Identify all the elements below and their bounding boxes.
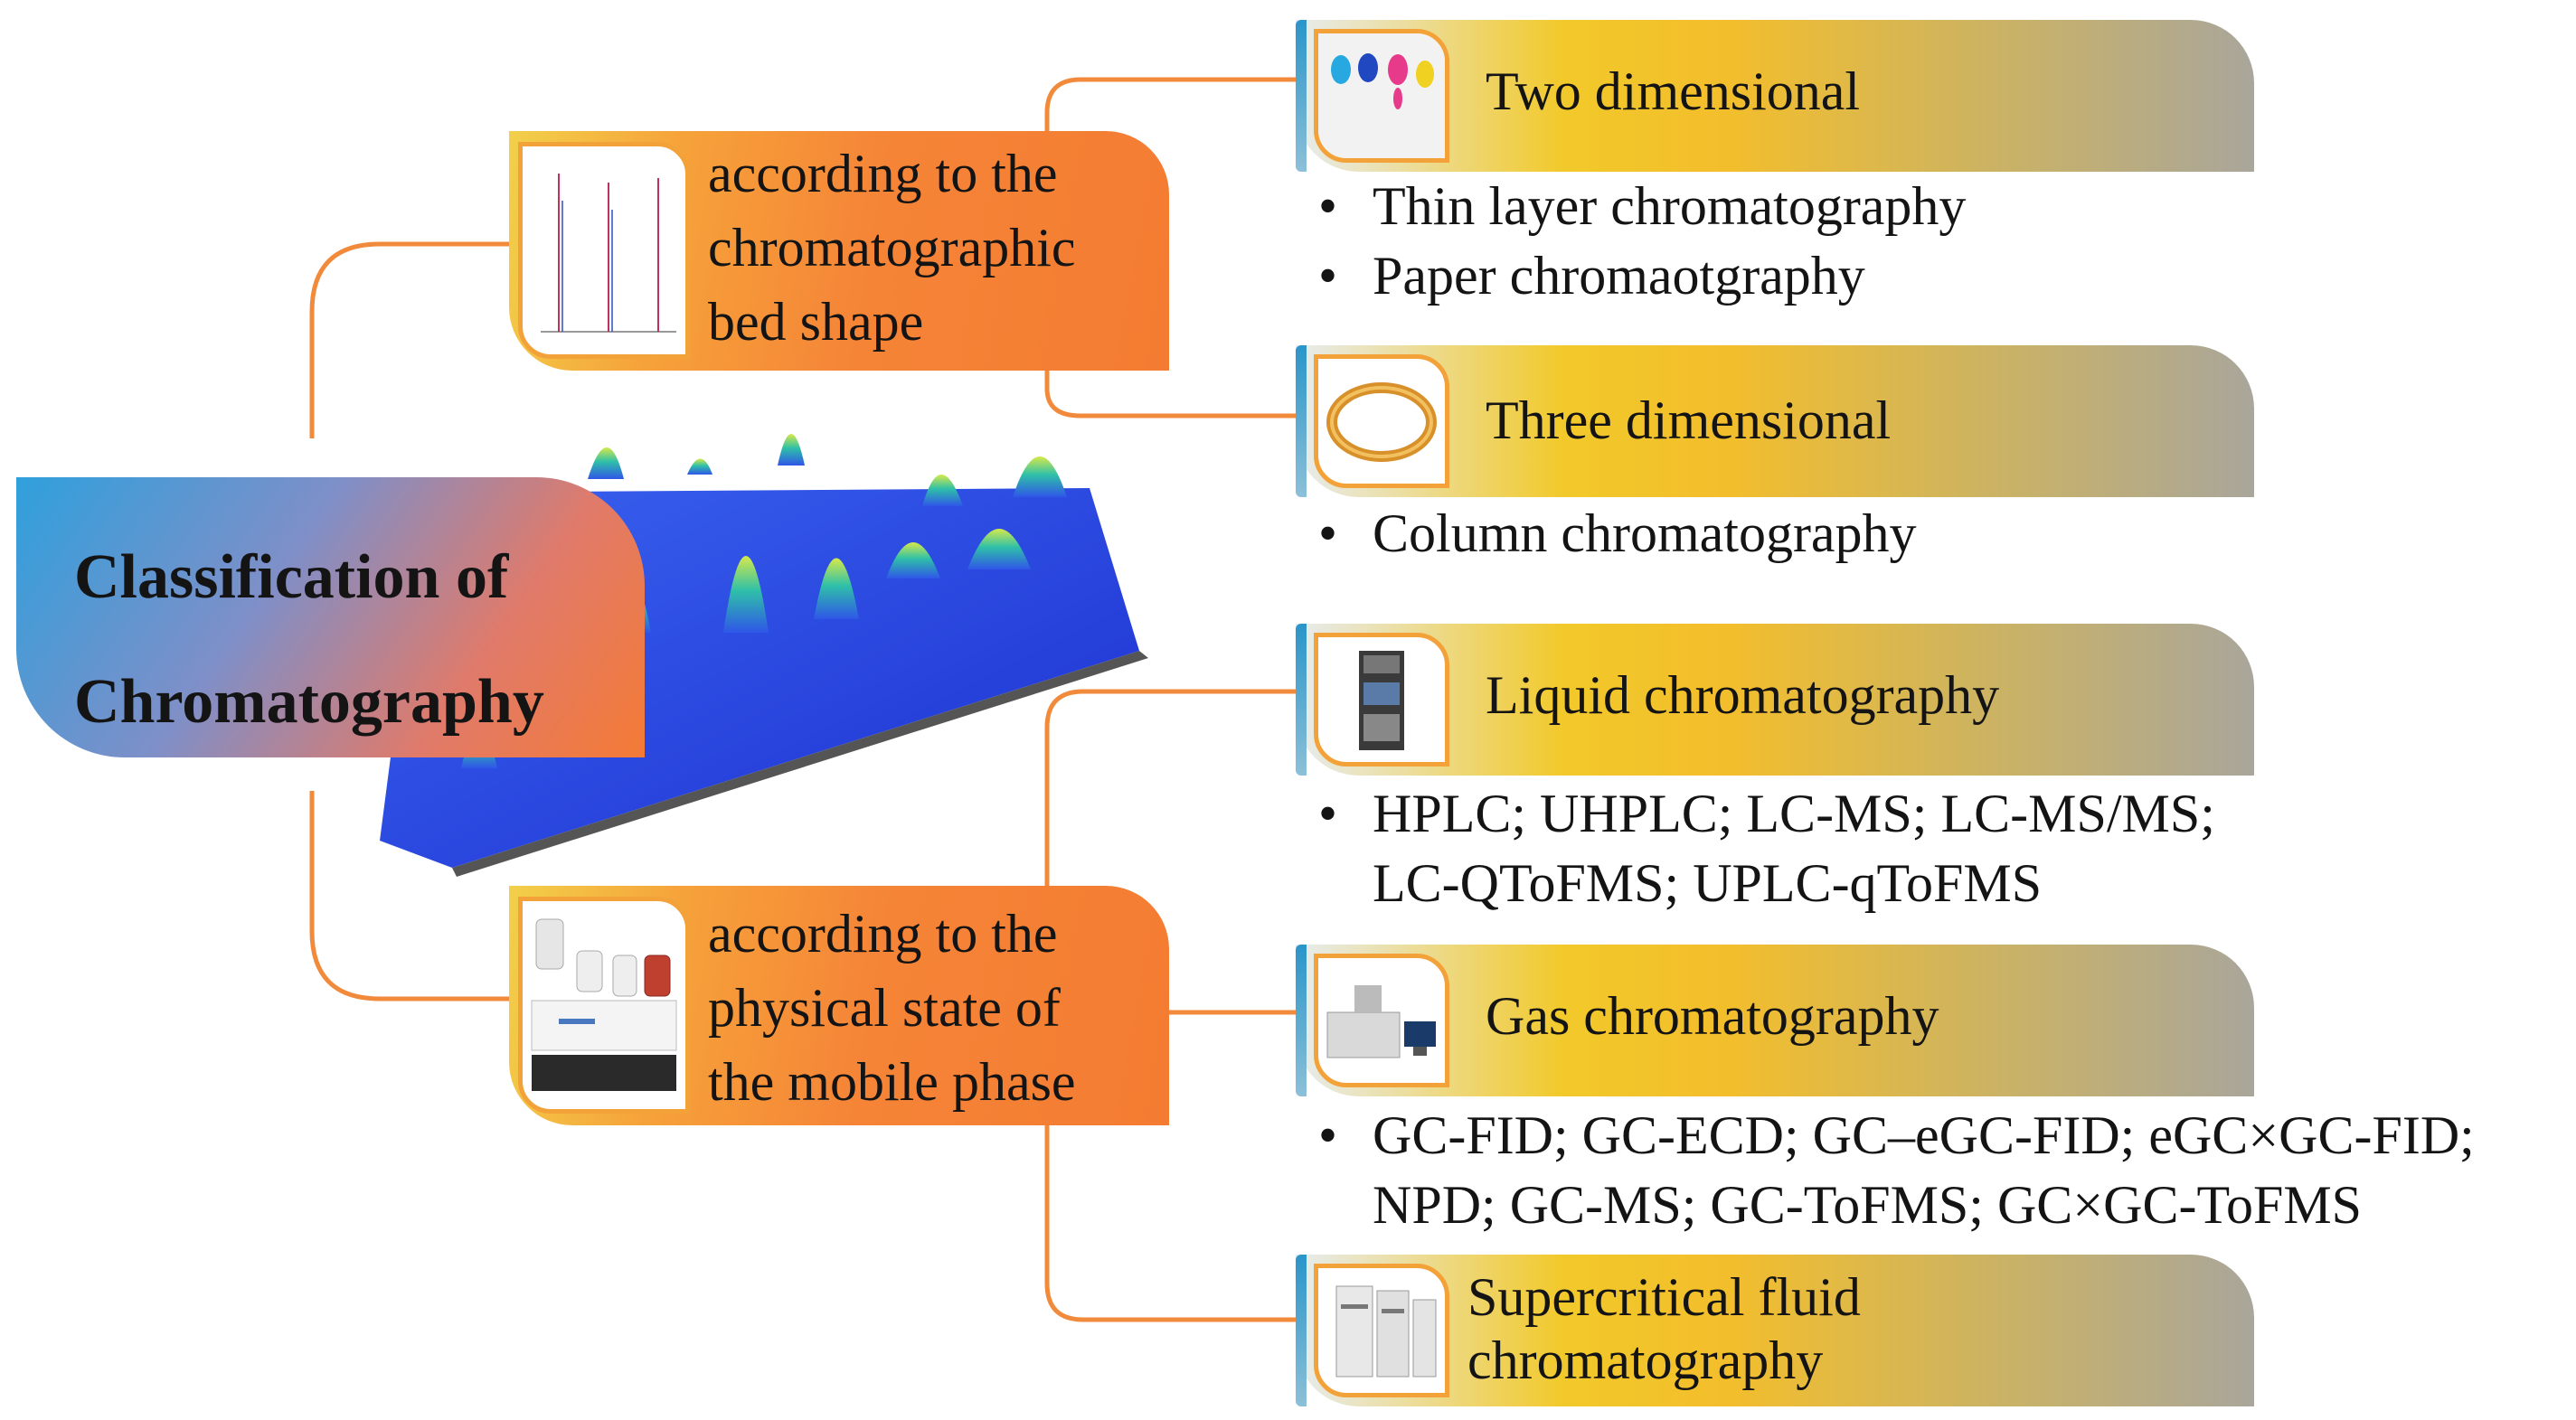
category-mobile-phase-label: according to the physical state of the m… <box>708 904 1076 1112</box>
subcategory-supercritical-label: Supercritical fluid chromatography <box>1467 1267 1861 1390</box>
mobile-phase-to-liquid-connector <box>1044 689 1302 904</box>
list-item: •GC-FID; GC-ECD; GC–eGC-FID; eGC×GC-FID;… <box>1318 1101 2475 1240</box>
column-coil-icon <box>1314 354 1449 488</box>
subcategory-two-dimensional-label: Two dimensional <box>1486 61 1861 121</box>
hplc-instrument-icon <box>1314 633 1449 766</box>
lab-instrument-icon <box>518 897 690 1114</box>
subcategory-three-dimensional-label: Three dimensional <box>1486 390 1892 450</box>
list-item: •Thin layer chromatography <box>1318 172 1966 241</box>
root-to-bed-shape-connector <box>309 241 511 438</box>
tlc-plate-icon <box>1314 29 1449 163</box>
gc-instrument-icon <box>1314 954 1449 1087</box>
bullet: • <box>1318 784 1338 843</box>
two-dimensional-list: •Thin layer chromatography •Paper chroma… <box>1318 172 1966 311</box>
sfc-instrument-icon <box>1314 1264 1449 1397</box>
subcategory-gas-label: Gas chromatography <box>1486 986 1939 1046</box>
subcategory-liquid-label: Liquid chromatography <box>1486 665 2000 725</box>
bullet: • <box>1318 1105 1338 1165</box>
bullet: • <box>1318 246 1338 306</box>
liquid-list: •HPLC; UHPLC; LC-MS; LC-MS/MS; LC-QToFMS… <box>1318 779 2215 918</box>
subcategory-two-dimensional: Two dimensional <box>1296 20 2254 172</box>
subcategory-three-dimensional: Three dimensional <box>1296 345 2254 497</box>
three-dimensional-list: •Column chromatography <box>1318 499 1917 569</box>
bed-shape-to-two-dimensional-connector <box>1044 77 1302 154</box>
bed-shape-to-three-dimensional-connector <box>1044 362 1302 418</box>
list-item: •Column chromatography <box>1318 499 1917 569</box>
subcategory-liquid: Liquid chromatography <box>1296 624 2254 776</box>
root-node: Classification of Chromatography <box>16 477 645 757</box>
gas-list: •GC-FID; GC-ECD; GC–eGC-FID; eGC×GC-FID;… <box>1318 1101 2475 1240</box>
root-title: Classification of Chromatography <box>74 542 544 737</box>
subcategory-supercritical: Supercritical fluid chromatography <box>1296 1255 2254 1406</box>
category-mobile-phase: according to the physical state of the m… <box>509 886 1169 1125</box>
subcategory-gas: Gas chromatography <box>1296 945 2254 1096</box>
mobile-phase-to-supercritical-connector <box>1044 1121 1302 1322</box>
bullet: • <box>1318 176 1338 236</box>
category-bed-shape-label: according to the chromatographic bed sha… <box>708 144 1076 352</box>
root-to-mobile-phase-connector <box>309 791 511 1002</box>
list-item: •Paper chromaotgraphy <box>1318 241 1966 311</box>
list-item: •HPLC; UHPLC; LC-MS; LC-MS/MS; LC-QToFMS… <box>1318 779 2215 918</box>
chromatogram-icon <box>518 142 690 359</box>
bullet: • <box>1318 503 1338 563</box>
category-bed-shape: according to the chromatographic bed sha… <box>509 131 1169 371</box>
